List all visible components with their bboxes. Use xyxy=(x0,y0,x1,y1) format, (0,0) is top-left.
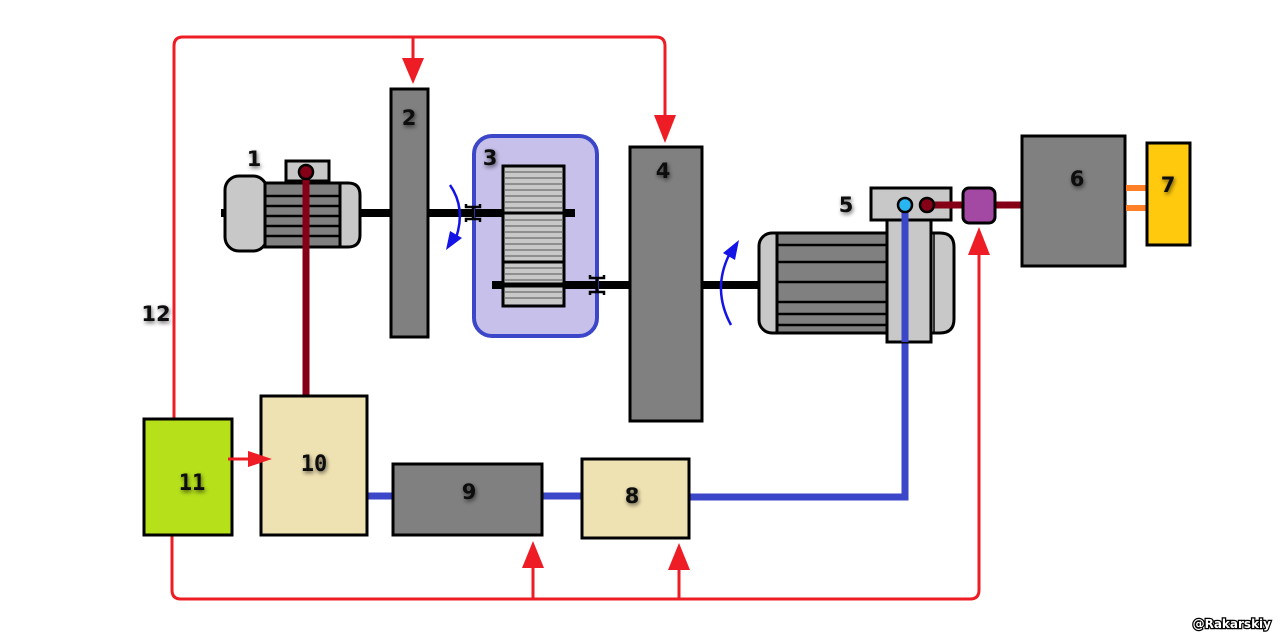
arrowhead-to-9 xyxy=(522,541,544,568)
label-3: 3 xyxy=(483,146,498,170)
arrowhead-to-connector xyxy=(968,227,990,255)
bearing-input xyxy=(464,204,482,222)
port-hydraulic xyxy=(896,196,914,214)
component-9[interactable]: 9 xyxy=(391,462,544,537)
link-6-7 xyxy=(1126,185,1147,211)
component-6[interactable]: 6 xyxy=(1020,134,1127,268)
control-line-top xyxy=(172,35,667,418)
label-7: 7 xyxy=(1161,173,1176,197)
arrowhead-to-4 xyxy=(654,115,676,143)
label-10: 10 xyxy=(301,452,328,477)
label-8: 8 xyxy=(625,484,640,508)
arrowhead-to-2 xyxy=(402,58,424,84)
rotation-arrow-output-icon xyxy=(719,240,739,326)
component-2[interactable]: 2 xyxy=(389,87,430,339)
label-1: 1 xyxy=(247,147,262,171)
port-power xyxy=(918,196,936,214)
watermark: @Rakarskiy xyxy=(1193,617,1272,631)
connector-purple[interactable] xyxy=(961,186,997,225)
label-11: 11 xyxy=(179,471,206,496)
component-4[interactable]: 4 xyxy=(628,145,704,423)
arrowhead-11-10-overlay xyxy=(248,451,272,467)
control-line-bottom xyxy=(170,250,981,601)
label-2: 2 xyxy=(402,106,417,130)
component-7[interactable]: 7 xyxy=(1145,141,1192,247)
label-9: 9 xyxy=(462,480,477,504)
component-5-motor[interactable]: 5 xyxy=(757,186,966,344)
component-10[interactable]: 10 xyxy=(259,394,369,537)
rotation-arrow-input-icon xyxy=(446,184,462,250)
label-4: 4 xyxy=(656,159,671,183)
arrowhead-to-8 xyxy=(668,543,690,570)
bearing-output xyxy=(588,275,606,295)
component-8[interactable]: 8 xyxy=(580,457,691,540)
component-11[interactable]: 11 xyxy=(142,417,234,537)
component-1-motor[interactable]: 1 xyxy=(223,147,362,253)
component-3-gearbox[interactable]: 3 xyxy=(464,134,606,338)
label-5: 5 xyxy=(839,193,854,217)
label-12: 12 xyxy=(141,302,170,326)
label-6: 6 xyxy=(1070,167,1085,191)
